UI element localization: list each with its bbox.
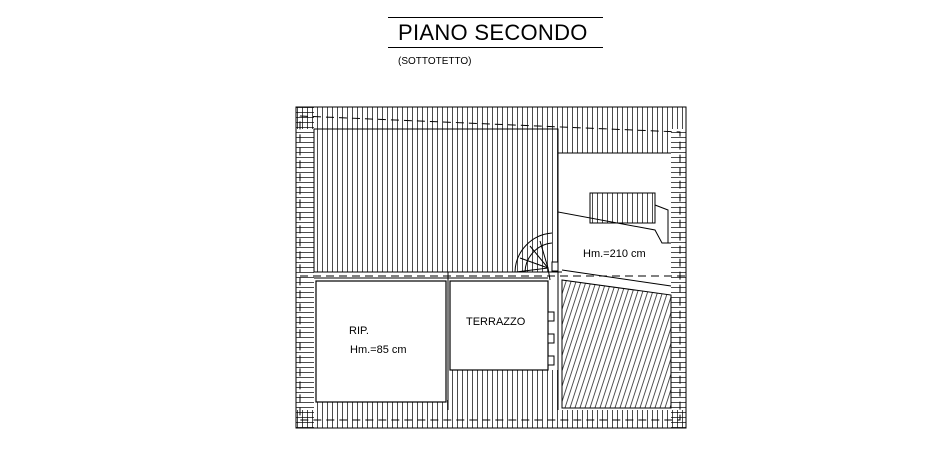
- internal-walls: [314, 271, 562, 410]
- title-rule-top: [388, 17, 603, 18]
- roof-slope-lower-right: [561, 279, 672, 409]
- page-subtitle: (SOTTOTETTO): [398, 56, 472, 67]
- storage-room-label: RIP.: [349, 325, 369, 337]
- eaves-dashed-line: [299, 115, 686, 421]
- roof-slope-upper-right: [558, 129, 671, 154]
- title-rule-bottom: [388, 47, 603, 48]
- page-title: PIANO SECONDO: [398, 20, 588, 45]
- terrace: TERRAZZO: [449, 280, 555, 371]
- terrace-label: TERRAZZO: [466, 316, 526, 328]
- stair-area: Hm.=210 cm: [514, 153, 672, 287]
- storage-room: RIP. Hm.=85 cm: [315, 280, 447, 403]
- roof-slope-upper-left: [313, 128, 559, 273]
- storage-room-height: Hm.=85 cm: [350, 344, 407, 356]
- stair-area-height: Hm.=210 cm: [583, 248, 646, 260]
- roof-strip-bottom: [314, 370, 562, 410]
